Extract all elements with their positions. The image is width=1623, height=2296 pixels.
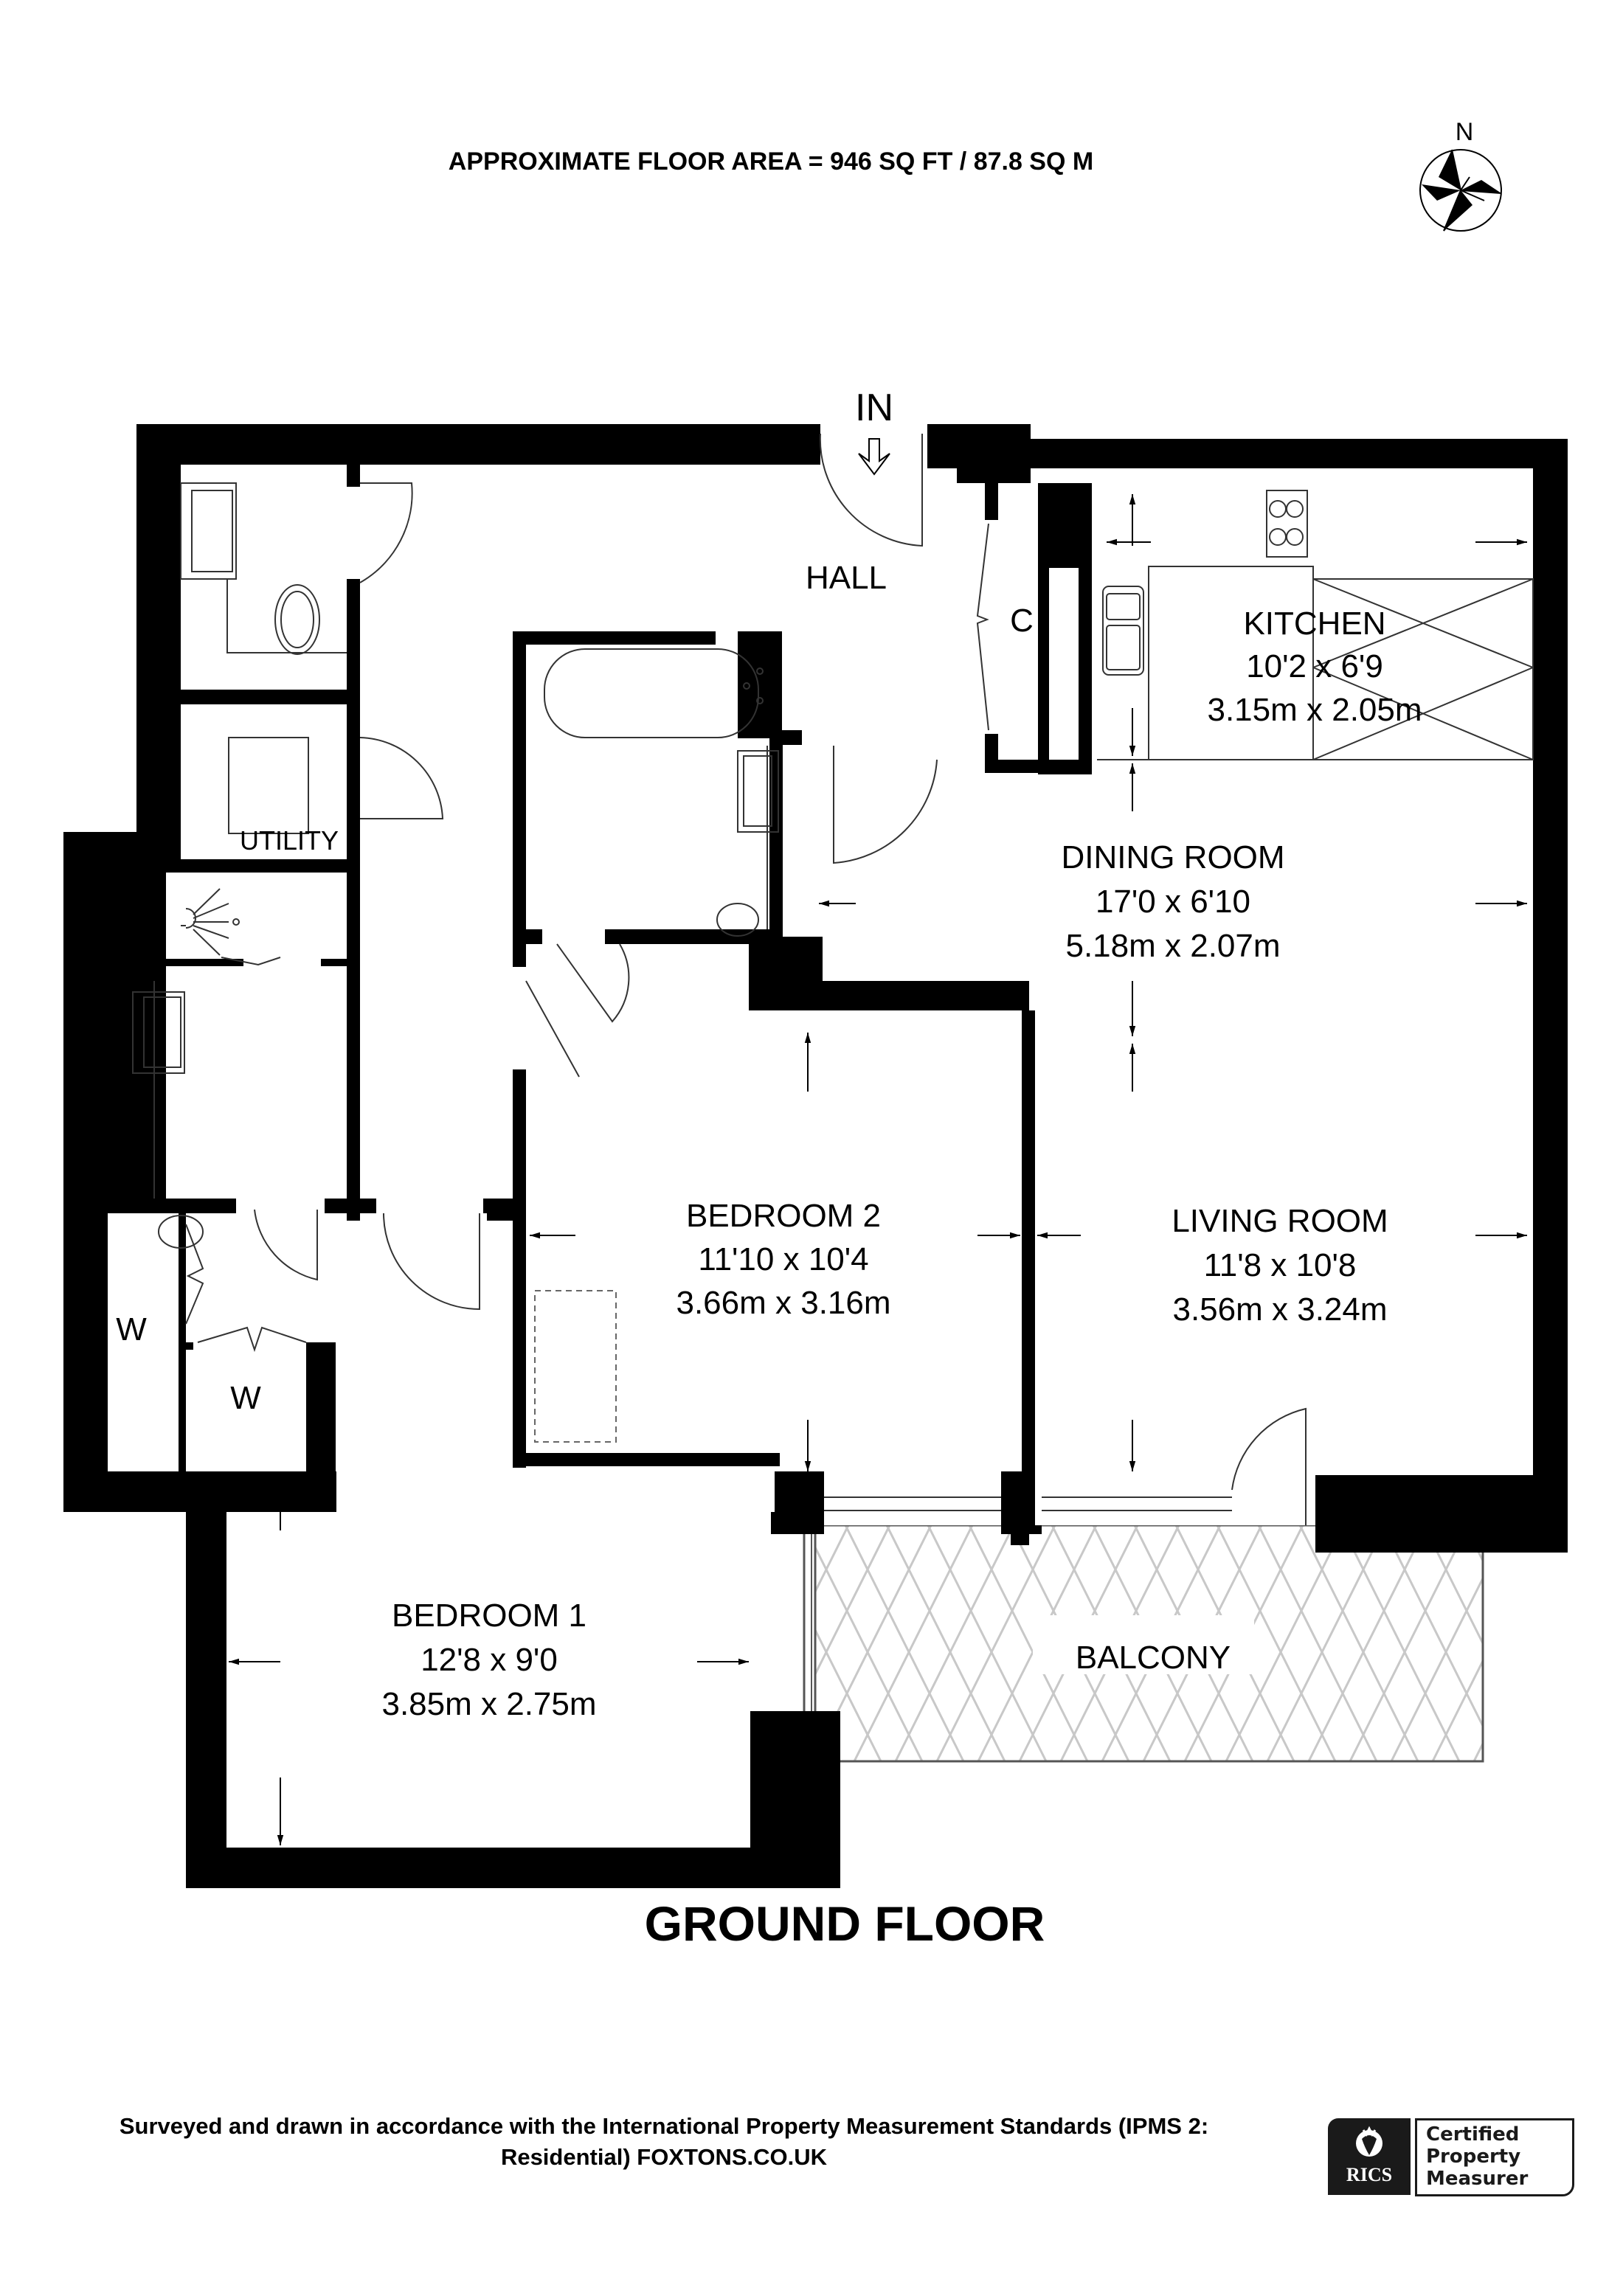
svg-text:LIVING ROOM: LIVING ROOM <box>1172 1203 1388 1239</box>
floor-title: GROUND FLOOR <box>0 1896 1623 1952</box>
wardrobe-1-label: W <box>116 1311 147 1348</box>
floor-area-heading: APPROXIMATE FLOOR AREA = 946 SQ FT / 87.… <box>0 148 1623 176</box>
shower-icon <box>181 908 196 929</box>
basin-icon <box>180 482 237 580</box>
entrance-arrow-icon <box>858 438 890 476</box>
svg-text:3.66m x 3.16m: 3.66m x 3.16m <box>676 1285 890 1321</box>
bedroom-2-label: BEDROOM 2 11'10 x 10'4 3.66m x 3.16m <box>676 1198 890 1321</box>
rics-wordmark: RICS <box>1346 2164 1393 2185</box>
svg-text:10'2 x 6'9: 10'2 x 6'9 <box>1246 648 1383 684</box>
badge-line-2: Property <box>1426 2146 1521 2168</box>
hob-icon <box>1266 490 1308 558</box>
bathtub-icon <box>544 648 759 738</box>
hall-label: HALL <box>806 560 887 596</box>
walls <box>63 424 1568 1888</box>
svg-text:KITCHEN: KITCHEN <box>1243 606 1385 642</box>
svg-text:3.56m x 3.24m: 3.56m x 3.24m <box>1172 1291 1387 1328</box>
survey-footer: Surveyed and drawn in accordance with th… <box>44 2111 1284 2173</box>
svg-text:5.18m x 2.07m: 5.18m x 2.07m <box>1065 928 1280 964</box>
rics-lion-icon <box>1356 2126 1383 2157</box>
bedroom-1-label: BEDROOM 1 12'8 x 9'0 3.85m x 2.75m <box>381 1598 596 1722</box>
dining-room-label: DINING ROOM 17'0 x 6'10 5.18m x 2.07m <box>1061 839 1284 964</box>
footer-line-2: Residential) FOXTONS.CO.UK <box>500 2144 828 2170</box>
svg-text:BEDROOM 2: BEDROOM 2 <box>686 1198 881 1234</box>
balcony-label: BALCONY <box>1076 1640 1231 1676</box>
kitchen-label: KITCHEN 10'2 x 6'9 3.15m x 2.05m <box>1207 606 1422 728</box>
svg-text:DINING ROOM: DINING ROOM <box>1061 839 1284 875</box>
fridge-icon <box>1312 578 1534 760</box>
svg-text:BEDROOM 1: BEDROOM 1 <box>392 1598 586 1634</box>
toilet-icon <box>716 903 759 937</box>
fixtures <box>132 433 1534 1525</box>
rics-logo-panel: RICS <box>1328 2118 1411 2195</box>
svg-text:17'0 x 6'10: 17'0 x 6'10 <box>1096 884 1250 920</box>
floor-title-text: GROUND FLOOR <box>644 1896 1045 1951</box>
basin-icon <box>132 991 185 1074</box>
toilet-icon <box>274 584 320 655</box>
svg-text:12'8 x 9'0: 12'8 x 9'0 <box>421 1642 558 1678</box>
compass-north-label: N <box>1456 118 1474 146</box>
entrance-label: IN <box>855 386 893 429</box>
badge-line-1: Certified <box>1426 2123 1520 2146</box>
svg-text:3.85m x 2.75m: 3.85m x 2.75m <box>381 1686 596 1722</box>
svg-text:3.15m x 2.05m: 3.15m x 2.05m <box>1207 692 1422 728</box>
cupboard-label: C <box>1010 603 1034 639</box>
basin-icon <box>737 750 779 833</box>
utility-label: UTILITY <box>240 825 339 856</box>
utility-appliance-icon <box>228 737 309 834</box>
floor-area-text: APPROXIMATE FLOOR AREA = 946 SQ FT / 87.… <box>448 148 1094 176</box>
rics-certified-badge: RICS Certified Property Measurer <box>1328 2118 1574 2199</box>
living-room-label: LIVING ROOM 11'8 x 10'8 3.56m x 3.24m <box>1172 1203 1388 1328</box>
badge-line-3: Measurer <box>1426 2168 1529 2190</box>
footer-line-1: Surveyed and drawn in accordance with th… <box>119 2113 1209 2139</box>
sink-icon <box>1102 586 1144 676</box>
toilet-icon <box>158 1215 204 1249</box>
svg-text:11'10 x 10'4: 11'10 x 10'4 <box>698 1241 868 1277</box>
wardrobe-2-label: W <box>230 1380 261 1416</box>
dimension-arrows <box>229 494 1527 1845</box>
balcony-area: BALCONY <box>803 1524 1484 1763</box>
svg-text:11'8 x 10'8: 11'8 x 10'8 <box>1204 1247 1357 1283</box>
north-compass-rose-icon: N <box>1419 118 1502 232</box>
certified-measurer-panel: Certified Property Measurer <box>1415 2118 1574 2196</box>
